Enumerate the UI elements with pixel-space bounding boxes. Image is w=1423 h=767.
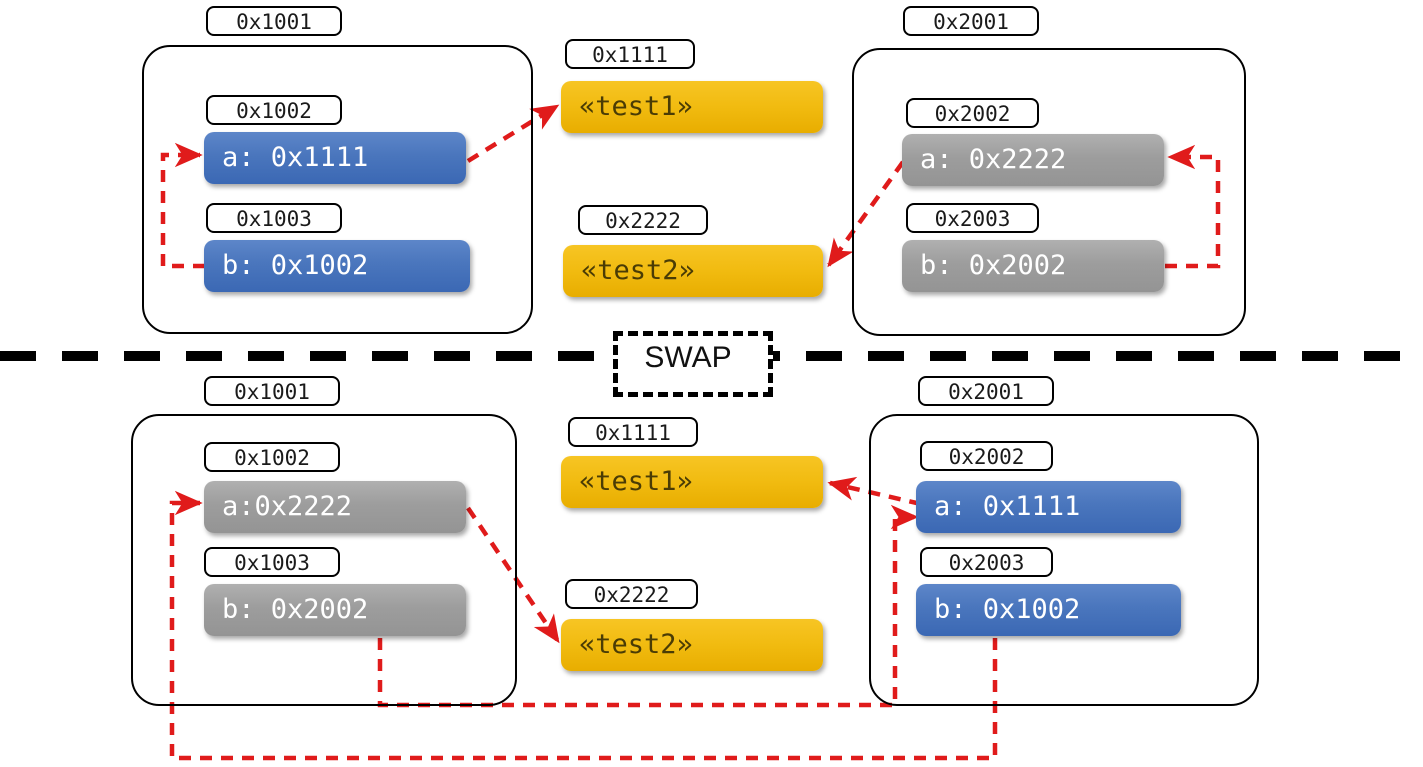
before-left-slot-0-address: 0x1002 (206, 95, 342, 125)
before-left-slot-1-address: 0x1003 (206, 203, 342, 233)
after-heap-0-value: «test1» (561, 456, 823, 508)
before-left-frame (142, 45, 533, 334)
before-right-slot-1-address: 0x2003 (906, 203, 1039, 233)
swap-badge-label: SWAP (644, 341, 732, 374)
before-left-slot-1-value: b: 0x1002 (204, 240, 470, 292)
after-left-frame (131, 414, 517, 706)
before-left-frame-address: 0x1001 (206, 6, 342, 36)
before-heap-1-address: 0x2222 (578, 205, 708, 235)
before-left-slot-0-value: a: 0x1111 (204, 132, 466, 184)
before-right-slot-0-address: 0x2002 (906, 98, 1039, 128)
before-heap-0-value: «test1» (561, 81, 823, 133)
after-right-slot-1-value: b: 0x1002 (916, 584, 1181, 636)
before-heap-1-value: «test2» (563, 245, 823, 297)
after-right-frame-address: 0x2001 (918, 376, 1054, 406)
after-left-slot-1-value: b: 0x2002 (204, 584, 466, 636)
after-left-frame-address: 0x1001 (204, 376, 340, 406)
swap-badge-box (613, 331, 773, 397)
before-heap-0-address: 0x1111 (565, 39, 695, 69)
after-heap-1-address: 0x2222 (565, 579, 698, 609)
before-right-frame-address: 0x2001 (903, 6, 1039, 36)
before-right-slot-1-value: b: 0x2002 (902, 240, 1164, 292)
after-heap-0-address: 0x1111 (568, 417, 698, 447)
after-left-slot-0-value: a:0x2222 (204, 481, 466, 533)
after-right-slot-0-value: a: 0x1111 (916, 481, 1181, 533)
after-right-frame (869, 414, 1259, 706)
after-left-slot-1-address: 0x1003 (204, 547, 340, 577)
after-right-slot-0-address: 0x2002 (920, 441, 1053, 471)
after-left-slot-0-address: 0x1002 (204, 442, 340, 472)
after-right-slot-1-address: 0x2003 (920, 547, 1053, 577)
before-right-frame (852, 48, 1246, 336)
after-heap-1-value: «test2» (561, 619, 823, 671)
before-right-slot-0-value: a: 0x2222 (902, 134, 1164, 186)
